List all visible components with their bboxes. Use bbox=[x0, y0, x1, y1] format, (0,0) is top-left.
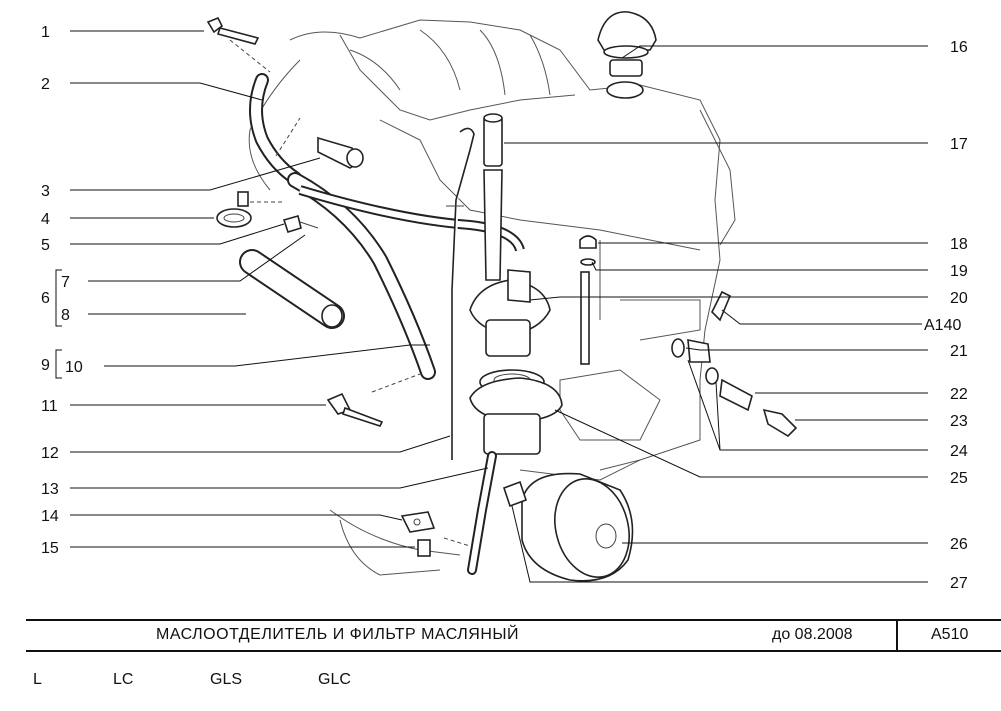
model-gls: GLS bbox=[210, 671, 243, 688]
part-8-hose-section bbox=[239, 249, 345, 329]
callout-22: 22 bbox=[950, 386, 968, 403]
callout-12: 12 bbox=[41, 445, 59, 462]
leader-lines bbox=[70, 30, 928, 583]
part-13-drain-tube bbox=[467, 451, 497, 575]
assembly-arrows bbox=[229, 39, 471, 547]
part-19-washer bbox=[580, 258, 596, 266]
part-22-fitting bbox=[705, 367, 753, 412]
callout-3: 3 bbox=[41, 183, 50, 200]
callout-25: 25 bbox=[950, 470, 968, 487]
callout-14: 14 bbox=[41, 508, 59, 525]
callout-numbers-right: 16 17 18 19 20 A140 21 22 23 24 25 26 27 bbox=[924, 39, 968, 592]
model-lc: LC bbox=[113, 671, 134, 688]
model-l: L bbox=[33, 671, 42, 688]
part-20-oil-separator bbox=[469, 269, 551, 357]
callout-18: 18 bbox=[950, 236, 968, 253]
callout-5: 5 bbox=[41, 237, 50, 254]
callout-11: 11 bbox=[41, 398, 58, 415]
part-25-filter-housing bbox=[469, 369, 563, 455]
part-2-breather-hose bbox=[249, 73, 302, 185]
group-brackets bbox=[55, 269, 62, 379]
callout-9: 9 bbox=[41, 357, 50, 374]
part-23-pressure-switch bbox=[762, 408, 798, 438]
callout-16: 16 bbox=[950, 39, 968, 56]
part-5-bolt bbox=[282, 215, 319, 233]
callout-10: 10 bbox=[65, 359, 83, 376]
callout-7: 7 bbox=[61, 274, 70, 291]
part-16-oil-filler-cap bbox=[597, 11, 657, 99]
part-18-nut bbox=[579, 235, 597, 249]
exploded-parts-diagram: 1 2 3 4 5 6 7 8 9 10 11 12 13 14 15 16 1… bbox=[41, 11, 968, 592]
part-a140-sensor bbox=[711, 290, 732, 322]
callout-13: 13 bbox=[41, 481, 59, 498]
callout-24: 24 bbox=[950, 443, 968, 460]
callout-2: 2 bbox=[41, 76, 50, 93]
part-21-union bbox=[671, 338, 711, 363]
callout-17: 17 bbox=[950, 136, 968, 153]
part-11-clip bbox=[326, 392, 384, 427]
part-17-guide-tube bbox=[483, 113, 503, 281]
part-12-dipstick bbox=[446, 127, 475, 460]
engine-block-outline bbox=[248, 19, 736, 576]
callout-21: 21 bbox=[950, 343, 968, 360]
callout-19: 19 bbox=[950, 263, 968, 280]
part-3-nozzle bbox=[317, 136, 364, 169]
part-4-hose-clamp bbox=[216, 191, 252, 228]
diagram-title: МАСЛООТДЕЛИТЕЛЬ И ФИЛЬТР МАСЛЯНЫЙ bbox=[156, 626, 520, 643]
part-27-nipple bbox=[502, 480, 528, 508]
callout-23: 23 bbox=[950, 413, 968, 430]
callout-numbers-left: 1 2 3 4 5 6 7 8 9 10 11 12 13 14 15 bbox=[41, 24, 83, 557]
title-divider bbox=[896, 621, 898, 650]
diagram-code: A510 bbox=[931, 626, 969, 643]
validity-date: до 08.2008 bbox=[772, 626, 853, 643]
callout-4: 4 bbox=[41, 211, 50, 228]
callout-26: 26 bbox=[950, 536, 968, 553]
callout-15: 15 bbox=[41, 540, 59, 557]
part-stud bbox=[580, 271, 590, 365]
part-1-clip bbox=[206, 16, 260, 45]
callout-8: 8 bbox=[61, 307, 70, 324]
part-long-hose bbox=[287, 172, 525, 380]
callout-20: 20 bbox=[950, 290, 968, 307]
callout-a140: A140 bbox=[924, 317, 961, 334]
callout-27: 27 bbox=[950, 575, 968, 592]
callout-1: 1 bbox=[41, 24, 50, 41]
model-glc: GLC bbox=[318, 671, 351, 688]
part-15-bolt bbox=[417, 539, 431, 557]
title-bar: МАСЛООТДЕЛИТЕЛЬ И ФИЛЬТР МАСЛЯНЫЙ до 08.… bbox=[26, 619, 1001, 652]
part-14-bracket bbox=[400, 511, 436, 533]
part-26-oil-filter bbox=[521, 472, 634, 582]
callout-6: 6 bbox=[41, 290, 50, 307]
